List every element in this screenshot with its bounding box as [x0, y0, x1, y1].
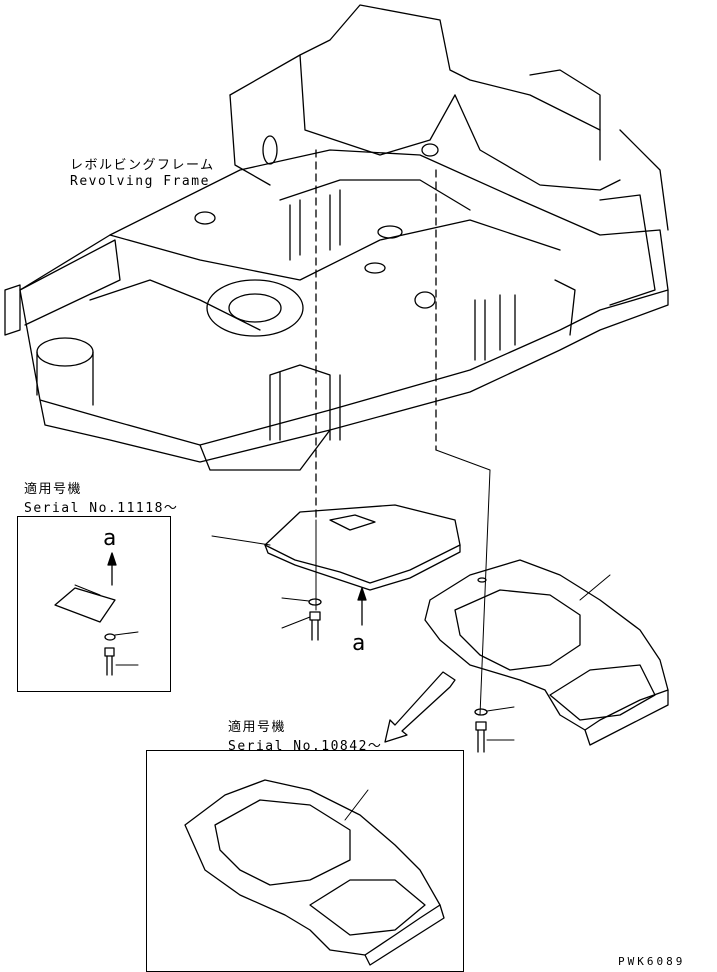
drawing-code: PWK6089 [618, 955, 686, 968]
main-arrow-letter: a [352, 631, 366, 656]
pointer-arrow [384, 671, 456, 743]
inset-box-left [17, 516, 171, 692]
inset-bottom-cover [184, 779, 445, 966]
frame-label-jp: レボルビングフレーム [70, 158, 215, 173]
inset-left-applicable: 適用号機 [24, 482, 83, 497]
small-cover [211, 504, 461, 591]
inset-bottom-applicable: 適用号機 [228, 720, 287, 735]
under-cover-large [424, 559, 669, 746]
inset-left-serial: Serial No.11118～ [24, 501, 179, 516]
arrow-a-main [357, 587, 367, 626]
frame-label-en: Revolving Frame [70, 174, 210, 189]
bolt-washer-left [281, 597, 322, 641]
revolving-frame [4, 4, 669, 471]
inset-left-parts [54, 552, 139, 676]
bolt-washer-right [474, 706, 515, 753]
mounting-lines [315, 149, 437, 521]
inset-arrow-letter: a [103, 526, 117, 551]
